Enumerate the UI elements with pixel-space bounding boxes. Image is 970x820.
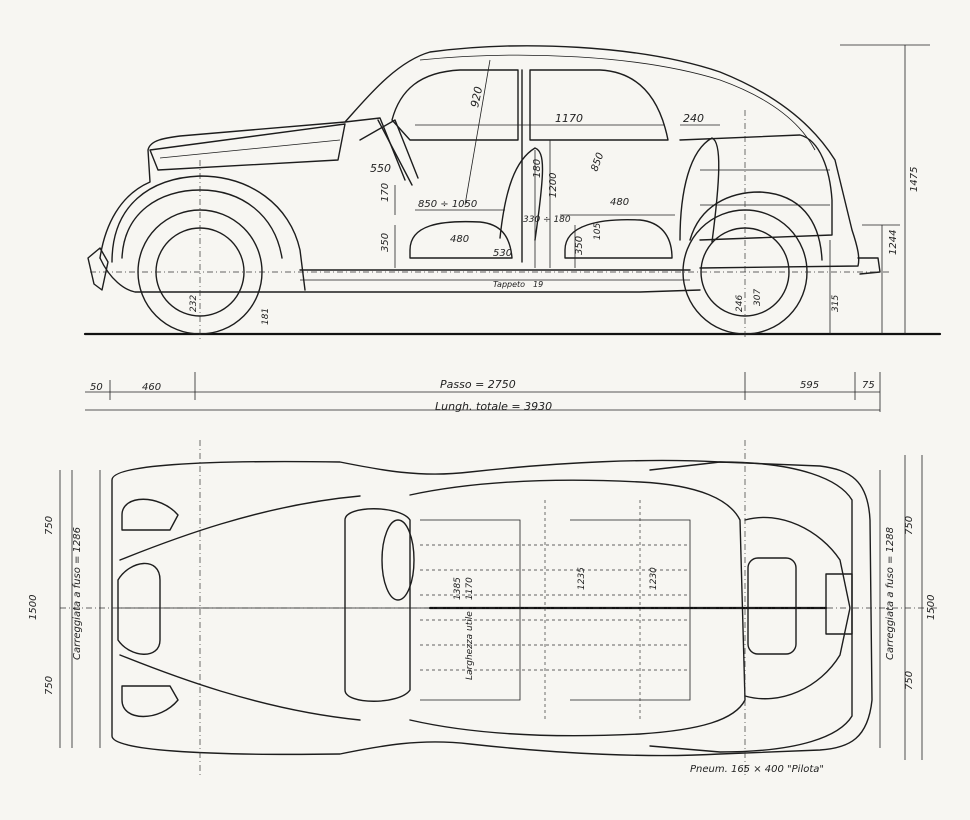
tyre-spec: Pneum. 165 × 400 "Pilota" xyxy=(690,764,824,775)
dim-width-1230: 1230 xyxy=(649,567,659,590)
dim-rear-bumper: 75 xyxy=(862,380,875,391)
dim-rear-seat-depth: 480 xyxy=(610,197,629,208)
dim-rear-half-upper: 750 xyxy=(904,516,915,535)
dim-rear-wheel-b: 307 xyxy=(753,289,763,306)
dim-width-1385: 1385 xyxy=(453,577,463,600)
dim-seat-span: 850 ÷ 1050 xyxy=(418,199,477,210)
dim-rear-wheel-a: 246 xyxy=(735,295,745,312)
dim-rear-half-lower: 750 xyxy=(904,671,915,690)
dim-rear-overhang-top: 240 xyxy=(683,112,704,125)
dim-interior-length: 1170 xyxy=(555,112,583,125)
dim-front-track: Carreggiata a fuso = 1286 xyxy=(72,527,83,660)
dim-rear-headroom: 850 xyxy=(589,151,606,173)
length-dimensions: 50 460 Passo = 2750 595 75 Lungh. totale… xyxy=(85,372,881,413)
dim-roof-diag: 920 xyxy=(468,85,485,108)
dim-seat-base: 350 xyxy=(380,233,391,252)
side-elevation: 920 1170 240 550 170 850 ÷ 1050 480 350 … xyxy=(83,44,942,340)
dim-total-height: 1475 xyxy=(909,167,920,192)
dim-pedal-gap: 530 xyxy=(493,248,512,259)
dim-rear-bumper-height: 315 xyxy=(831,295,841,312)
dim-rear-track: Carreggiata a fuso = 1288 xyxy=(885,527,896,660)
dim-rear-width-total: 1500 xyxy=(926,595,937,620)
dim-front-overhang-small: 50 xyxy=(90,382,103,393)
plan-view: 750 750 1500 Carreggiata a fuso = 1286 1… xyxy=(28,440,940,775)
dim-front-wheel-height: 232 xyxy=(189,295,199,312)
dim-front-seat-depth: 480 xyxy=(450,234,469,245)
dim-center-pillar: 180 xyxy=(532,159,543,178)
dim-rear-height: 1244 xyxy=(888,230,899,255)
dim-seat-spacing: 330 ÷ 180 xyxy=(523,215,571,225)
dim-rear-seat-height: 350 xyxy=(574,236,585,255)
dim-front-overhang: 460 xyxy=(142,382,161,393)
dim-front-seat-height: 550 xyxy=(370,162,391,175)
dim-seat-backrest: 170 xyxy=(380,183,391,202)
dim-front-half-lower: 750 xyxy=(44,676,55,695)
dim-rear-seat-base: 105 xyxy=(593,223,603,240)
dim-front-width-total: 1500 xyxy=(28,595,39,620)
dim-width-1235: 1235 xyxy=(577,567,587,590)
dim-front-half-upper: 750 xyxy=(44,516,55,535)
dim-rear-overhang: 595 xyxy=(800,380,819,391)
dim-total-length: Lungh. totale = 3930 xyxy=(435,400,552,413)
dim-ground-clearance-front: 181 xyxy=(261,308,271,325)
plan-body-outline xyxy=(111,459,873,757)
carpet-label: Tappeto xyxy=(493,280,525,289)
dim-width-1170: 1170 xyxy=(465,577,475,600)
dim-wheelbase: Passo = 2750 xyxy=(440,378,516,391)
dim-interior-height: 1200 xyxy=(548,173,559,198)
dim-carpet-thickness: 19 xyxy=(533,280,543,289)
body-outline xyxy=(99,45,860,269)
inner-width-label: Larghezza utile xyxy=(465,611,475,680)
